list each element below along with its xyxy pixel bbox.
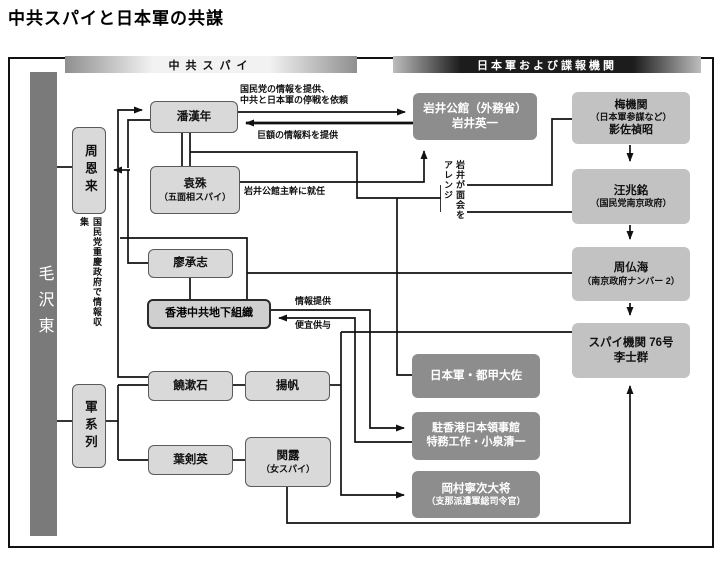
edge-label-line: 岩井公館主幹に就任: [244, 186, 326, 196]
node-label: 周恩来: [82, 144, 97, 197]
edge-label-line: 巨額の情報料を提供: [257, 130, 339, 140]
node-label: 饒漱石: [173, 379, 208, 392]
edge-label-chongqing-intel: 国民党重慶政府で情報収集: [78, 217, 104, 327]
node-military-line: 軍系列: [72, 384, 106, 468]
edge-label-line: 情報提供: [295, 296, 332, 306]
node-iwai-mansion: 岩井公館（外務省） 岩井英一: [413, 93, 537, 140]
node-sublabel: （支那派遣軍総司令官）: [426, 496, 526, 507]
node-label: 李士群: [613, 351, 649, 364]
header-ccp-spies: 中共スパイ: [65, 56, 357, 73]
edge-label-convenience: 便宜供与: [295, 320, 331, 331]
edge-label-line: 国民党重慶政府で情報収集: [79, 217, 102, 327]
node-toko-colonel: 日本軍・都甲大佐: [412, 354, 540, 398]
node-mao-zedong: 毛沢東: [30, 72, 57, 536]
node-label: 特務工作・小泉清一: [426, 436, 526, 448]
node-hongkong-underground: 香港中共地下組織: [147, 299, 271, 329]
node-label: 軍系列: [82, 399, 97, 453]
node-sublabel: （五面相スパイ）: [158, 191, 231, 202]
node-label: 香港中共地下組織: [165, 307, 253, 320]
edge-label-line: アレンジ: [443, 160, 453, 200]
node-label: 岩井公館（外務省）: [423, 103, 527, 116]
node-label: 周仏海: [613, 262, 649, 275]
node-label: 袁殊: [183, 178, 207, 191]
node-label: 葉剣英: [173, 453, 208, 466]
node-label: 駐香港日本領事館: [432, 422, 520, 435]
node-label: 岩井英一: [452, 117, 498, 130]
edge-label-line: 便宜供与: [295, 320, 332, 330]
node-spy-agency-76: スパイ機関 76号 李士群: [572, 323, 690, 378]
node-guan-lu: 関露 （女スパイ）: [245, 437, 331, 487]
node-label: 日本軍・都甲大佐: [430, 369, 522, 382]
edge-label-info-provide: 情報提供: [295, 296, 331, 307]
node-ye-jianying: 葉剣英: [148, 445, 233, 475]
node-yuan-shu: 袁殊 （五面相スパイ）: [150, 166, 240, 214]
edge-label-iwai-arrange: 岩井が面会を アレンジ: [441, 160, 467, 264]
node-sublabel: （国民党南京政府）: [590, 198, 672, 209]
node-zhou-fohai: 周仏海 （南京政府ナンバー 2）: [572, 247, 690, 301]
diagram-frame: [8, 57, 714, 548]
header-japan-intel: 日本軍および諜報機関: [393, 56, 701, 73]
node-sublabel: （南京政府ナンバー 2）: [582, 275, 680, 286]
node-label: 毛沢東: [35, 265, 53, 343]
node-label: 関露: [276, 450, 300, 463]
node-pan-hannian: 潘漢年: [150, 101, 238, 133]
node-zhou-enlai: 周恩来: [72, 127, 106, 214]
edge-label-line: 中共と日本軍の停戦を依頼: [240, 95, 349, 105]
node-ume-kikan: 梅機関 （日本軍参謀など） 影佐禎昭: [572, 92, 690, 144]
edge-label-reward: 巨額の情報料を提供: [257, 130, 338, 141]
node-label: 梅機関: [614, 98, 648, 111]
node-label: 岡村寧次大将: [441, 482, 511, 495]
node-label: 揚帆: [276, 379, 299, 392]
node-sublabel: （日本軍参謀など）: [590, 112, 672, 123]
node-okamura-general: 岡村寧次大将 （支那派遣軍総司令官）: [412, 471, 540, 518]
edge-label-provide-info: 国民党の情報を提供、 中共と日本軍の停戦を依頼: [240, 84, 348, 106]
node-label: 廖承志: [173, 257, 208, 270]
node-rao-shushi: 饒漱石: [148, 371, 233, 401]
node-label: スパイ機関 76号: [588, 337, 674, 350]
page-title: 中共スパイと日本軍の共謀: [8, 9, 224, 28]
node-label: 影佐禎昭: [609, 123, 653, 136]
edge-label-line: 国民党の情報を提供、: [240, 84, 331, 94]
edge-label-line: 岩井が面会を: [455, 160, 465, 220]
node-label: 汪兆銘: [613, 184, 649, 197]
edge-label-appointed: 岩井公館主幹に就任: [244, 186, 325, 197]
node-hongkong-consulate: 駐香港日本領事館 特務工作・小泉清一: [412, 412, 540, 460]
node-sublabel: （女スパイ）: [260, 463, 315, 474]
node-yang-fan: 揚帆: [245, 371, 330, 401]
node-liao-chengzhi: 廖承志: [148, 249, 233, 278]
node-wang-zhaoming: 汪兆銘 （国民党南京政府）: [572, 169, 690, 224]
node-label: 潘漢年: [176, 110, 212, 123]
